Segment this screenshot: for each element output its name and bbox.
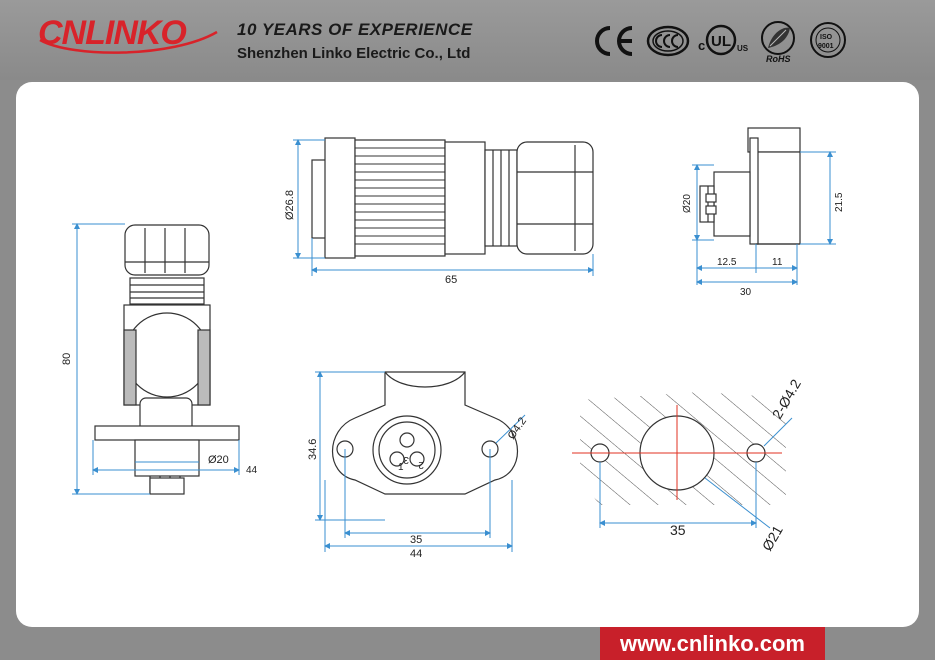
header-bar: CNLINKO 10 YEARS OF EXPERIENCE Shenzhen … xyxy=(0,0,935,80)
dim-right-30: 30 xyxy=(740,287,752,298)
socket-barrel xyxy=(713,171,751,237)
cap-circle xyxy=(124,312,210,398)
gland-nut xyxy=(124,224,210,276)
dim-cut-2-d4-2: 2-Ø4.2 xyxy=(769,376,804,421)
logo-swoosh-icon xyxy=(39,30,218,54)
website-link[interactable]: www.cnlinko.com xyxy=(600,627,825,660)
dim-side-height: 80 xyxy=(61,353,73,365)
dim-front-35: 35 xyxy=(410,534,422,546)
brand-logo[interactable]: CNLINKO xyxy=(38,14,187,52)
right-dimensions xyxy=(692,151,836,285)
top-dimensions xyxy=(293,139,594,276)
dim-right-21-5: 21.5 xyxy=(834,192,845,212)
dim-right-12-5: 12.5 xyxy=(717,257,737,268)
right-view xyxy=(699,127,801,245)
panel-cutout xyxy=(572,392,786,505)
plug-collar xyxy=(324,137,356,259)
dim-cut-d21: Ø21 xyxy=(759,522,786,553)
certification-marks: c UL US RoHS ISO 9001 xyxy=(595,21,846,64)
iso9001-mark-icon: ISO 9001 xyxy=(810,22,846,58)
thread-section xyxy=(129,277,205,305)
tagline: 10 YEARS OF EXPERIENCE xyxy=(237,20,473,39)
svg-text:UL: UL xyxy=(711,33,731,50)
cap-side xyxy=(755,151,801,245)
mounting-flange xyxy=(94,425,240,441)
socket-inner xyxy=(378,421,436,479)
side-dimensions xyxy=(72,223,240,495)
ccc-mark-icon xyxy=(646,25,690,57)
pin-3 xyxy=(399,432,415,448)
pin-label-1: 1 xyxy=(398,462,404,473)
dim-side-44: 44 xyxy=(246,465,258,476)
company-name: Shenzhen Linko Electric Co., Ltd xyxy=(237,45,471,62)
pin-label-2: 2 xyxy=(418,459,424,470)
gland-nut-top xyxy=(516,141,594,255)
pin-label-3: 3 xyxy=(403,454,409,465)
iso-label: ISO xyxy=(820,34,833,41)
iso-number-label: 9001 xyxy=(818,43,834,50)
dim-side-d20: Ø20 xyxy=(208,454,229,466)
dim-right-d20: Ø20 xyxy=(682,194,693,213)
body-sleeve xyxy=(444,141,486,255)
ul-us-label: US xyxy=(737,44,749,53)
cutout-dimensions xyxy=(599,417,793,529)
front-view xyxy=(332,371,518,495)
dim-top-d26-8: Ø26.8 xyxy=(284,190,296,220)
cul-us-mark-icon: c UL US xyxy=(698,24,749,56)
dim-front-34-6: 34.6 xyxy=(307,439,319,460)
dim-front-d4-2: Ø4.2 xyxy=(506,415,530,441)
pin-2 xyxy=(409,451,425,467)
ul-c-label: c xyxy=(698,38,705,53)
dim-right-11: 11 xyxy=(772,257,783,268)
dim-cut-35: 35 xyxy=(670,522,686,538)
top-view xyxy=(311,137,594,259)
rohs-label: RoHS xyxy=(766,54,791,64)
pin-1 xyxy=(389,451,405,467)
front-dimensions xyxy=(315,371,526,552)
knurled-ring xyxy=(354,139,446,257)
ce-mark-icon xyxy=(595,26,633,56)
rohs-mark-icon: RoHS xyxy=(761,21,795,64)
dim-front-44: 44 xyxy=(410,548,422,560)
dim-top-65: 65 xyxy=(445,274,457,286)
